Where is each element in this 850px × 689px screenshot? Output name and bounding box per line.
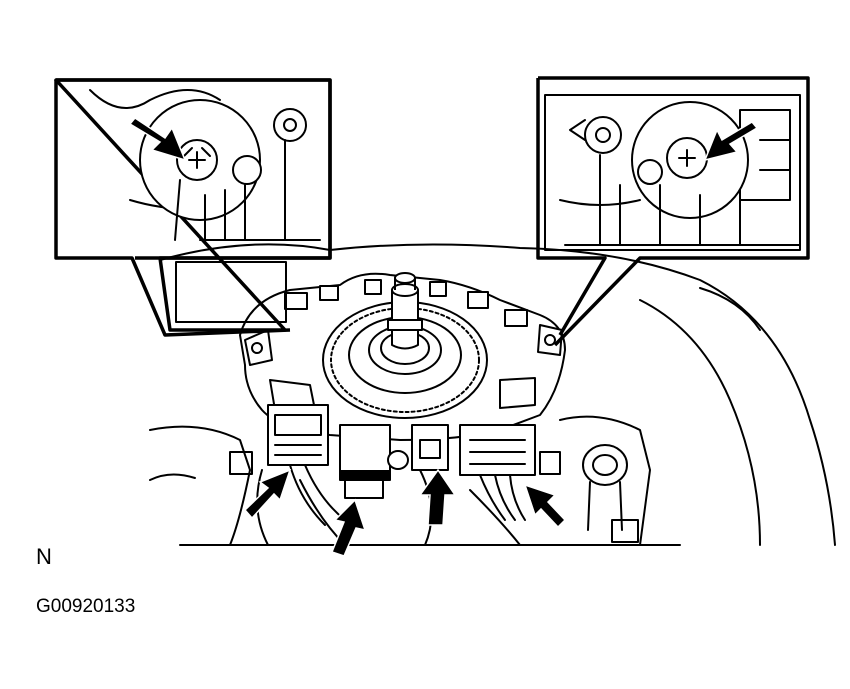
right-screw-callout [536, 76, 810, 347]
clock-spring-assembly [239, 272, 566, 526]
figure-id-label: G00920133 [36, 596, 136, 617]
connector-arrow-2 [331, 498, 367, 557]
right-screw-arrow [703, 121, 759, 162]
connector-arrows [243, 468, 567, 557]
connector-arrow-4 [523, 483, 567, 529]
connector-arrow-3 [418, 468, 457, 526]
orientation-label: N [36, 544, 52, 569]
left-screw-arrow [128, 117, 187, 162]
left-screw-callout [54, 78, 332, 337]
background-outline [149, 243, 836, 546]
connector-arrow-1 [243, 468, 292, 520]
